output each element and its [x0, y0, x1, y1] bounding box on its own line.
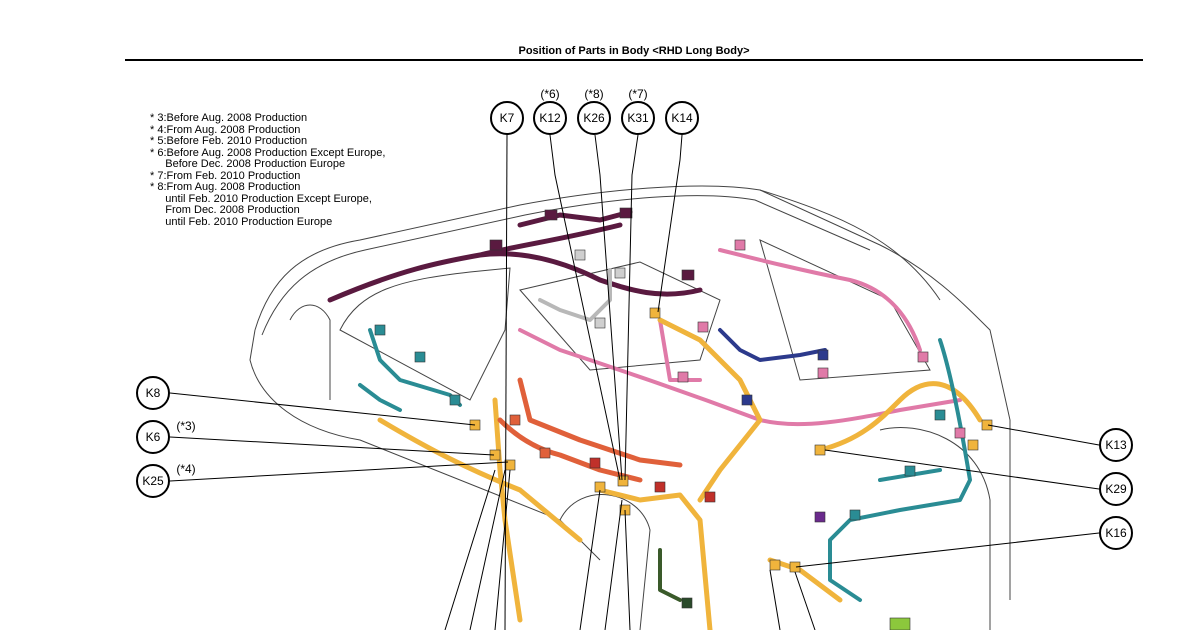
connector — [414, 351, 426, 363]
connector — [934, 409, 946, 421]
callout-k13[interactable]: K13 — [1099, 428, 1133, 462]
callout-label: K31 — [627, 111, 649, 125]
callout-k12[interactable]: (*6) K12 — [533, 87, 567, 135]
callout-k7[interactable]: K7 — [490, 101, 524, 135]
note-line: From Dec. 2008 Production — [150, 204, 300, 216]
connector — [449, 394, 461, 406]
callout-label: K29 — [1105, 482, 1127, 496]
callout-label: K25 — [142, 474, 164, 488]
connector — [677, 371, 689, 383]
connector — [544, 209, 558, 221]
connector — [734, 239, 746, 251]
connector — [619, 207, 633, 219]
connector — [654, 481, 666, 493]
callout-k26[interactable]: (*8) K26 — [577, 87, 611, 135]
connectors — [374, 207, 993, 630]
note-line: * 4:From Aug. 2008 Production — [150, 123, 301, 136]
green-harness — [658, 548, 682, 602]
connector — [889, 617, 911, 630]
floor-harness — [377, 317, 983, 630]
page-title: Position of Parts in Body <RHD Long Body… — [518, 45, 750, 57]
connector — [849, 509, 861, 521]
connector — [981, 419, 993, 431]
callout-label: K7 — [500, 111, 515, 125]
connector — [814, 444, 826, 456]
teal-harness — [358, 328, 972, 602]
callout-k16[interactable]: K16 — [1099, 516, 1133, 550]
connector — [489, 239, 503, 251]
connector — [954, 427, 966, 439]
production-notes: * 3:Before Aug. 2008 Production * 4:From… — [150, 112, 386, 228]
connector — [917, 351, 929, 363]
callout-note: (*4) — [176, 462, 195, 476]
callout-note: (*7) — [628, 87, 647, 101]
connector — [704, 491, 716, 503]
connector — [904, 465, 916, 477]
callout-k14[interactable]: K14 — [665, 101, 699, 135]
callout-k29[interactable]: K29 — [1099, 472, 1133, 506]
callout-note: (*8) — [584, 87, 603, 101]
connector — [817, 367, 829, 379]
callout-note: (*3) — [176, 419, 195, 433]
callout-label: K12 — [539, 111, 561, 125]
connector — [817, 349, 829, 361]
connector — [594, 317, 606, 329]
connector — [649, 307, 661, 319]
rear-harness — [518, 248, 962, 427]
connector — [697, 321, 709, 333]
note-line: * 3:Before Aug. 2008 Production — [150, 112, 308, 124]
connector — [574, 249, 586, 261]
connector — [539, 447, 551, 459]
callout-label: K16 — [1105, 526, 1127, 540]
connector — [681, 597, 693, 609]
connector — [814, 511, 826, 523]
note-line: until Feb. 2010 Production Except Europe… — [150, 192, 372, 205]
leader-lines — [169, 134, 1100, 630]
callout-label: K14 — [671, 111, 693, 125]
note-line: * 8:From Aug. 2008 Production — [150, 181, 301, 193]
callout-k25[interactable]: (*4) K25 — [136, 462, 196, 498]
navy-harness — [718, 328, 827, 362]
callout-label: K26 — [583, 111, 605, 125]
callout-k8[interactable]: K8 — [136, 376, 170, 410]
connector — [614, 267, 626, 279]
connector — [504, 459, 516, 471]
note-line: * 5:Before Feb. 2010 Production — [150, 135, 308, 147]
connector — [681, 269, 695, 281]
title-divider — [125, 59, 1143, 61]
connector — [769, 559, 781, 571]
callout-label: K6 — [146, 430, 161, 444]
note-line: * 7:From Feb. 2010 Production — [150, 169, 301, 182]
connector — [509, 414, 521, 426]
roof-harness — [327, 209, 703, 303]
callout-note: (*6) — [540, 87, 559, 101]
instrument-panel-harness — [497, 377, 683, 483]
connector — [617, 475, 629, 487]
connector — [741, 394, 753, 406]
note-line: until Feb. 2010 Production Europe — [150, 215, 333, 228]
connector — [967, 439, 979, 451]
callout-k31[interactable]: (*7) K31 — [621, 87, 655, 135]
note-line: Before Dec. 2008 Production Europe — [150, 158, 346, 170]
callout-label: K8 — [146, 386, 161, 400]
connector — [589, 457, 601, 469]
gray-harness — [538, 268, 612, 322]
callout-label: K13 — [1105, 438, 1127, 452]
connector — [374, 324, 386, 336]
note-line: * 6:Before Aug. 2008 Production Except E… — [150, 146, 386, 159]
callout-k6[interactable]: (*3) K6 — [136, 419, 196, 454]
